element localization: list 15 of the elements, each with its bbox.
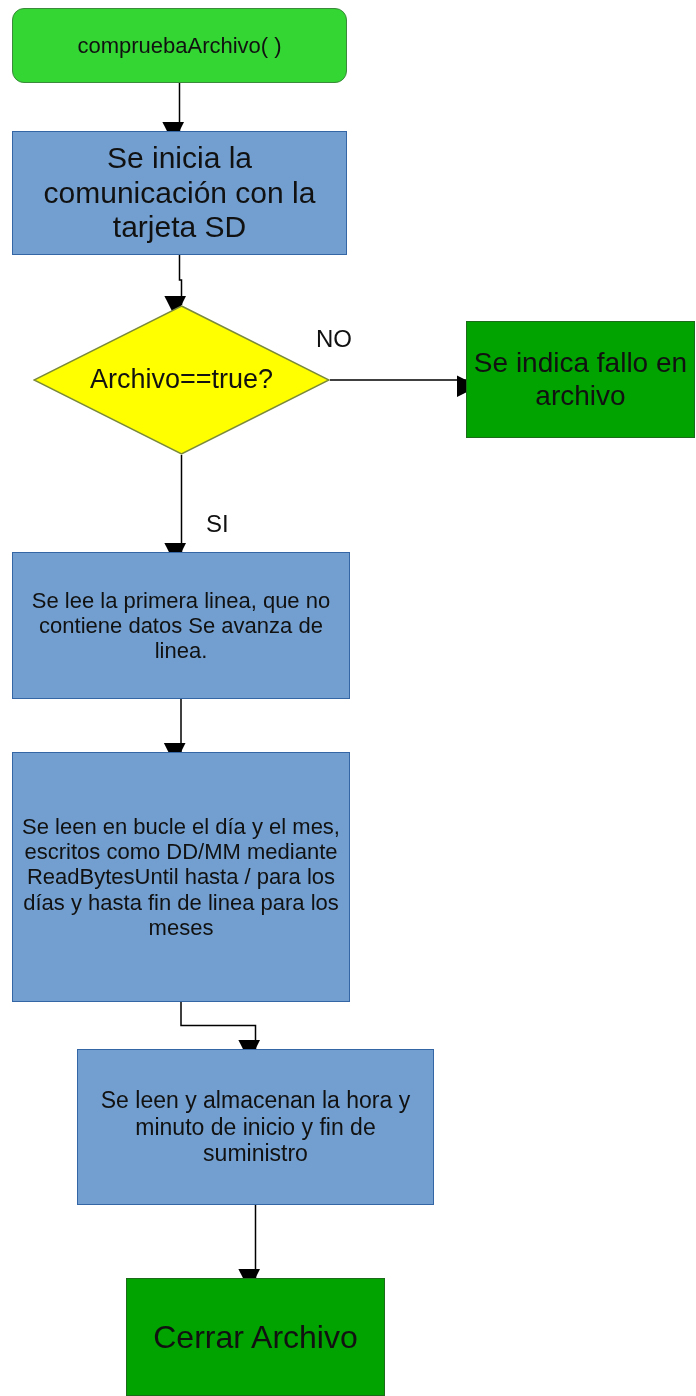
node-text: Se lee la primera linea, que no contiene datos Se avanza de linea. bbox=[30, 587, 332, 664]
node-text: Se indica fallo en archivo bbox=[473, 347, 688, 412]
process-box bbox=[12, 552, 350, 699]
node-text: compruebaArchivo( ) bbox=[77, 32, 282, 59]
process-box bbox=[77, 1049, 434, 1205]
process-box bbox=[12, 131, 347, 255]
node-text: Se inicia la comunicación con la tarjeta SD bbox=[42, 141, 317, 245]
node-text: Archivo==true? bbox=[89, 364, 274, 396]
node-text: Cerrar Archivo bbox=[153, 1318, 358, 1356]
terminal-box bbox=[126, 1278, 385, 1396]
node-text: Se leen y almacenan la hora y minuto de inicio y fin de suministro bbox=[99, 1087, 412, 1167]
process-box bbox=[12, 752, 350, 1002]
node-text: Se leen en bucle el día y el mes, escritos como DD/MM mediante ReadBytesUntil hasta / para los días y hasta fin de linea para los meses bbox=[21, 813, 341, 941]
start-box bbox=[12, 8, 347, 83]
terminal-box bbox=[466, 321, 695, 438]
